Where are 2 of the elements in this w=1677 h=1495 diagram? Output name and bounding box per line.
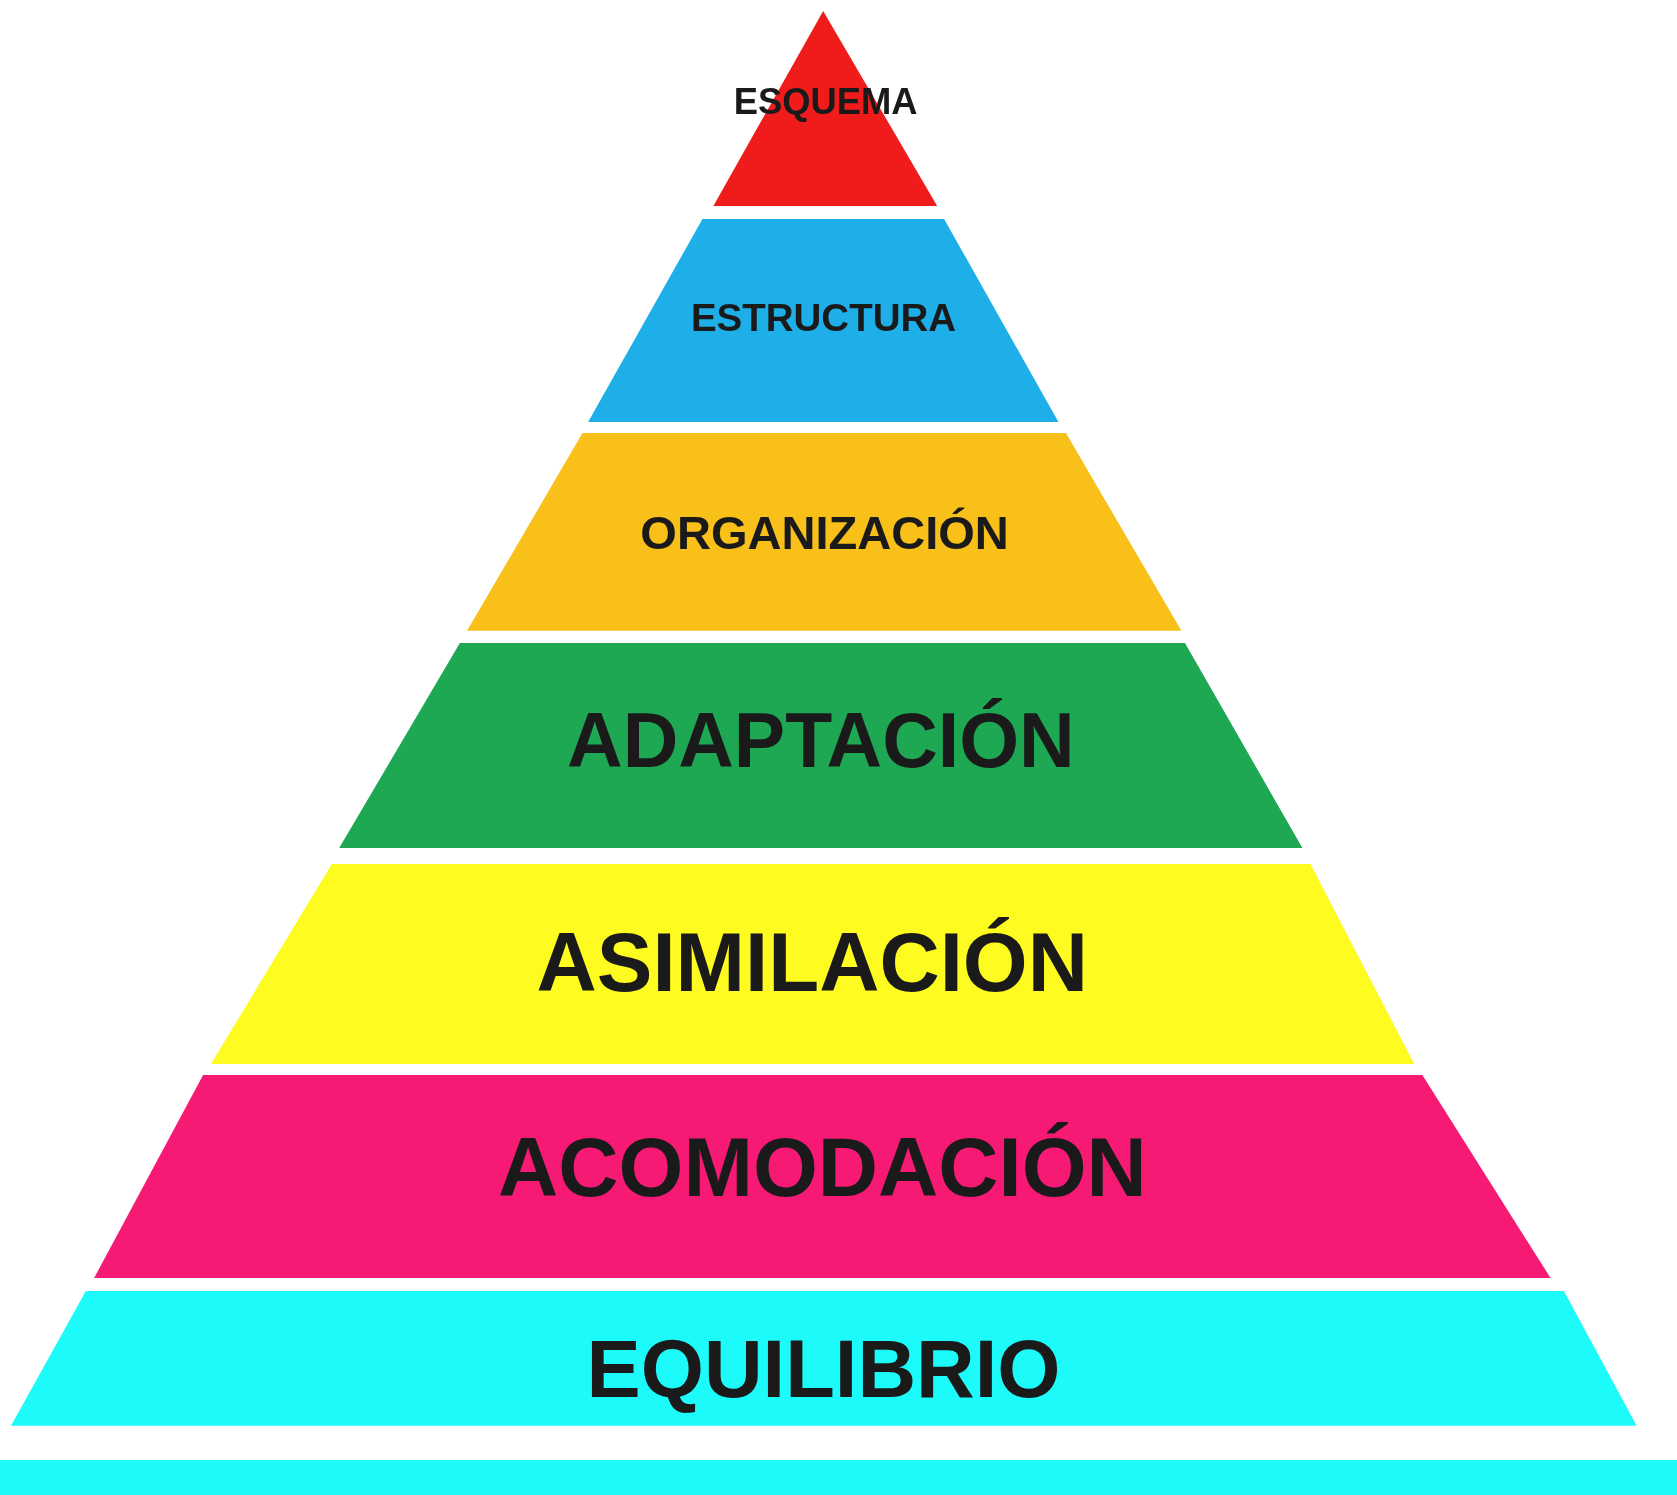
tier-label: ESTRUCTURA (690, 298, 957, 337)
tier-label: ORGANIZACIÓN (640, 509, 1009, 557)
